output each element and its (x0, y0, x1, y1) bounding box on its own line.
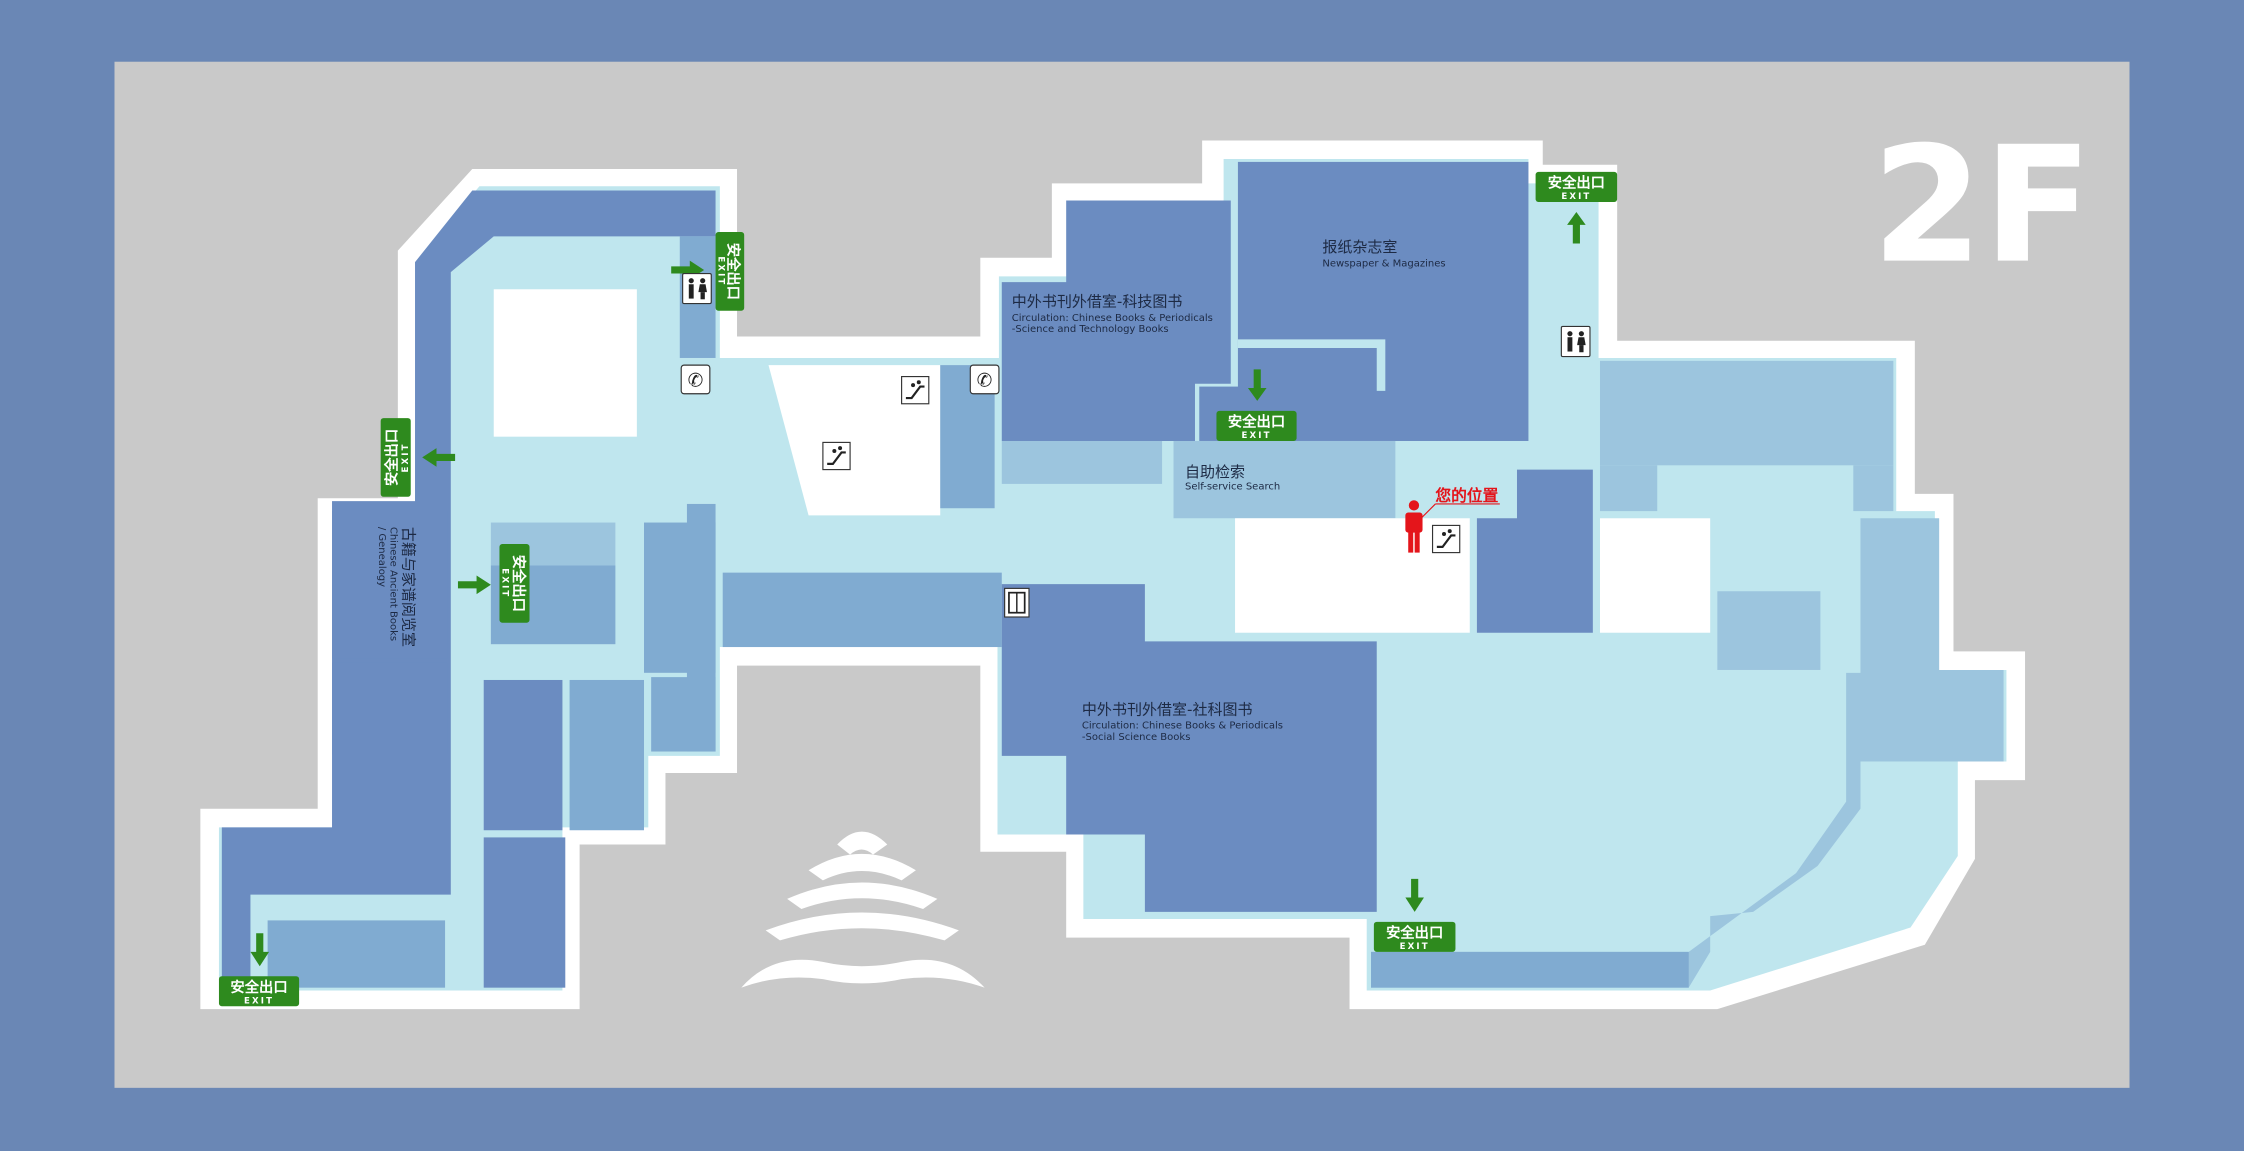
room-right-top-3 (1853, 465, 1894, 512)
svg-text:EXIT: EXIT (715, 256, 725, 286)
floor-area (218, 159, 2007, 991)
exit-sign: 安全出口 EXIT (380, 418, 411, 497)
room-sci-tech (1001, 200, 1231, 441)
label-zh: 古籍与家谱阅览室 (400, 527, 418, 647)
room-social-science (1001, 584, 1377, 912)
svg-text:EXIT: EXIT (1400, 942, 1430, 952)
room-bottom (1371, 951, 1689, 988)
person-icon (1405, 500, 1423, 553)
exit-sign: 安全出口 EXIT (1216, 410, 1297, 441)
left-corridor (221, 190, 716, 988)
room-right-top (1599, 360, 1894, 466)
label-en: Circulation: Chinese Books & Periodicals (1082, 721, 1283, 732)
label-en: -Social Science Books (1082, 732, 1190, 743)
exit-sign: 安全出口 EXIT (715, 232, 745, 311)
label-en: Chinese Ancient Books (388, 527, 399, 641)
label-en: / Genealogy (376, 527, 387, 587)
room-a (483, 679, 563, 831)
corridor-room (722, 572, 1002, 648)
label-social-science: 中外书刊外借室-社科图书 Circulation: Chinese Books … (1082, 700, 1283, 743)
label-zh: 中外书刊外借室-社科图书 (1082, 700, 1253, 718)
library-logo (741, 831, 985, 988)
svg-text:EXIT: EXIT (401, 442, 411, 472)
floor-label: 2F (1872, 112, 2093, 299)
label-self-service: 自助检索 Self-service Search (1185, 463, 1280, 493)
atrium-left (493, 289, 637, 437)
exit-arrow-left (422, 448, 456, 467)
room-g (651, 677, 716, 752)
svg-text:安全出口: 安全出口 (724, 243, 742, 300)
exit-arrow-up (1567, 211, 1586, 244)
room-right-small (1717, 591, 1821, 670)
room-right-dark (1476, 469, 1593, 633)
room-b (569, 679, 645, 831)
svg-text:安全出口: 安全出口 (230, 978, 287, 996)
label-en: Circulation: Chinese Books & Periodicals (1012, 313, 1213, 324)
you-are-here-pointer (1420, 503, 1436, 519)
svg-text:EXIT: EXIT (244, 996, 274, 1006)
svg-text:安全出口: 安全出口 (1386, 924, 1443, 942)
svg-text:EXIT: EXIT (1561, 192, 1591, 202)
exit-sign: 安全出口 EXIT (1535, 171, 1618, 202)
room-c (483, 837, 566, 988)
exit-arrow-down (1247, 369, 1267, 401)
restroom-icon (682, 272, 712, 305)
phone-icon: ✆ (969, 364, 1000, 395)
you-are-here-label: 您的位置 (1435, 486, 1498, 505)
atrium-center (768, 365, 941, 516)
room-ancient-books (332, 511, 448, 659)
svg-text:安全出口: 安全出口 (382, 429, 400, 486)
svg-text:安全出口: 安全出口 (1228, 413, 1285, 431)
exit-arrow-right (457, 575, 491, 595)
room-left-lower (332, 662, 448, 755)
label-zh: 报纸杂志室 (1322, 238, 1397, 256)
atrium-right (1235, 518, 1470, 633)
exit-sign: 安全出口 EXIT (499, 544, 530, 623)
exit-arrow-down (250, 933, 270, 967)
label-zh: 自助检索 (1185, 463, 1245, 481)
svg-text:EXIT: EXIT (499, 568, 509, 598)
phone-icon: ✆ (680, 364, 711, 395)
label-zh: 中外书刊外借室-科技图书 (1012, 292, 1183, 310)
room-divider (1237, 339, 1386, 391)
room-right-bottom (1371, 518, 2004, 988)
svg-text:✆: ✆ (977, 371, 993, 392)
svg-text:✆: ✆ (688, 371, 704, 392)
label-en: Self-service Search (1185, 482, 1280, 493)
room-newspaper (1237, 161, 1529, 441)
escalator-icon (901, 376, 930, 405)
exit-sign: 安全出口 EXIT (218, 976, 300, 1006)
escalator-icon (822, 441, 851, 471)
exit-arrow-down (1405, 878, 1424, 912)
room-sci-tech-annex (1001, 440, 1163, 484)
room-right-top-2 (1599, 465, 1658, 512)
room-self-service (1173, 440, 1396, 519)
atrium-far-right (1599, 518, 1711, 633)
label-en: Newspaper & Magazines (1322, 258, 1445, 269)
svg-text:安全出口: 安全出口 (510, 555, 528, 612)
restroom-icon (1560, 325, 1591, 358)
elevator-icon (1004, 587, 1030, 618)
escalator-icon (1431, 524, 1461, 554)
svg-text:EXIT: EXIT (1241, 431, 1271, 441)
svg-text:安全出口: 安全出口 (1548, 174, 1605, 192)
label-sci-tech: 中外书刊外借室-科技图书 Circulation: Chinese Books … (1012, 292, 1213, 335)
label-newspaper: 报纸杂志室 Newspaper & Magazines (1322, 238, 1445, 269)
exit-sign: 安全出口 EXIT (1373, 921, 1456, 952)
label-en: -Science and Technology Books (1012, 324, 1169, 335)
label-ancient-books: 古籍与家谱阅览室 Chinese Ancient Books / Genealo… (376, 527, 417, 647)
